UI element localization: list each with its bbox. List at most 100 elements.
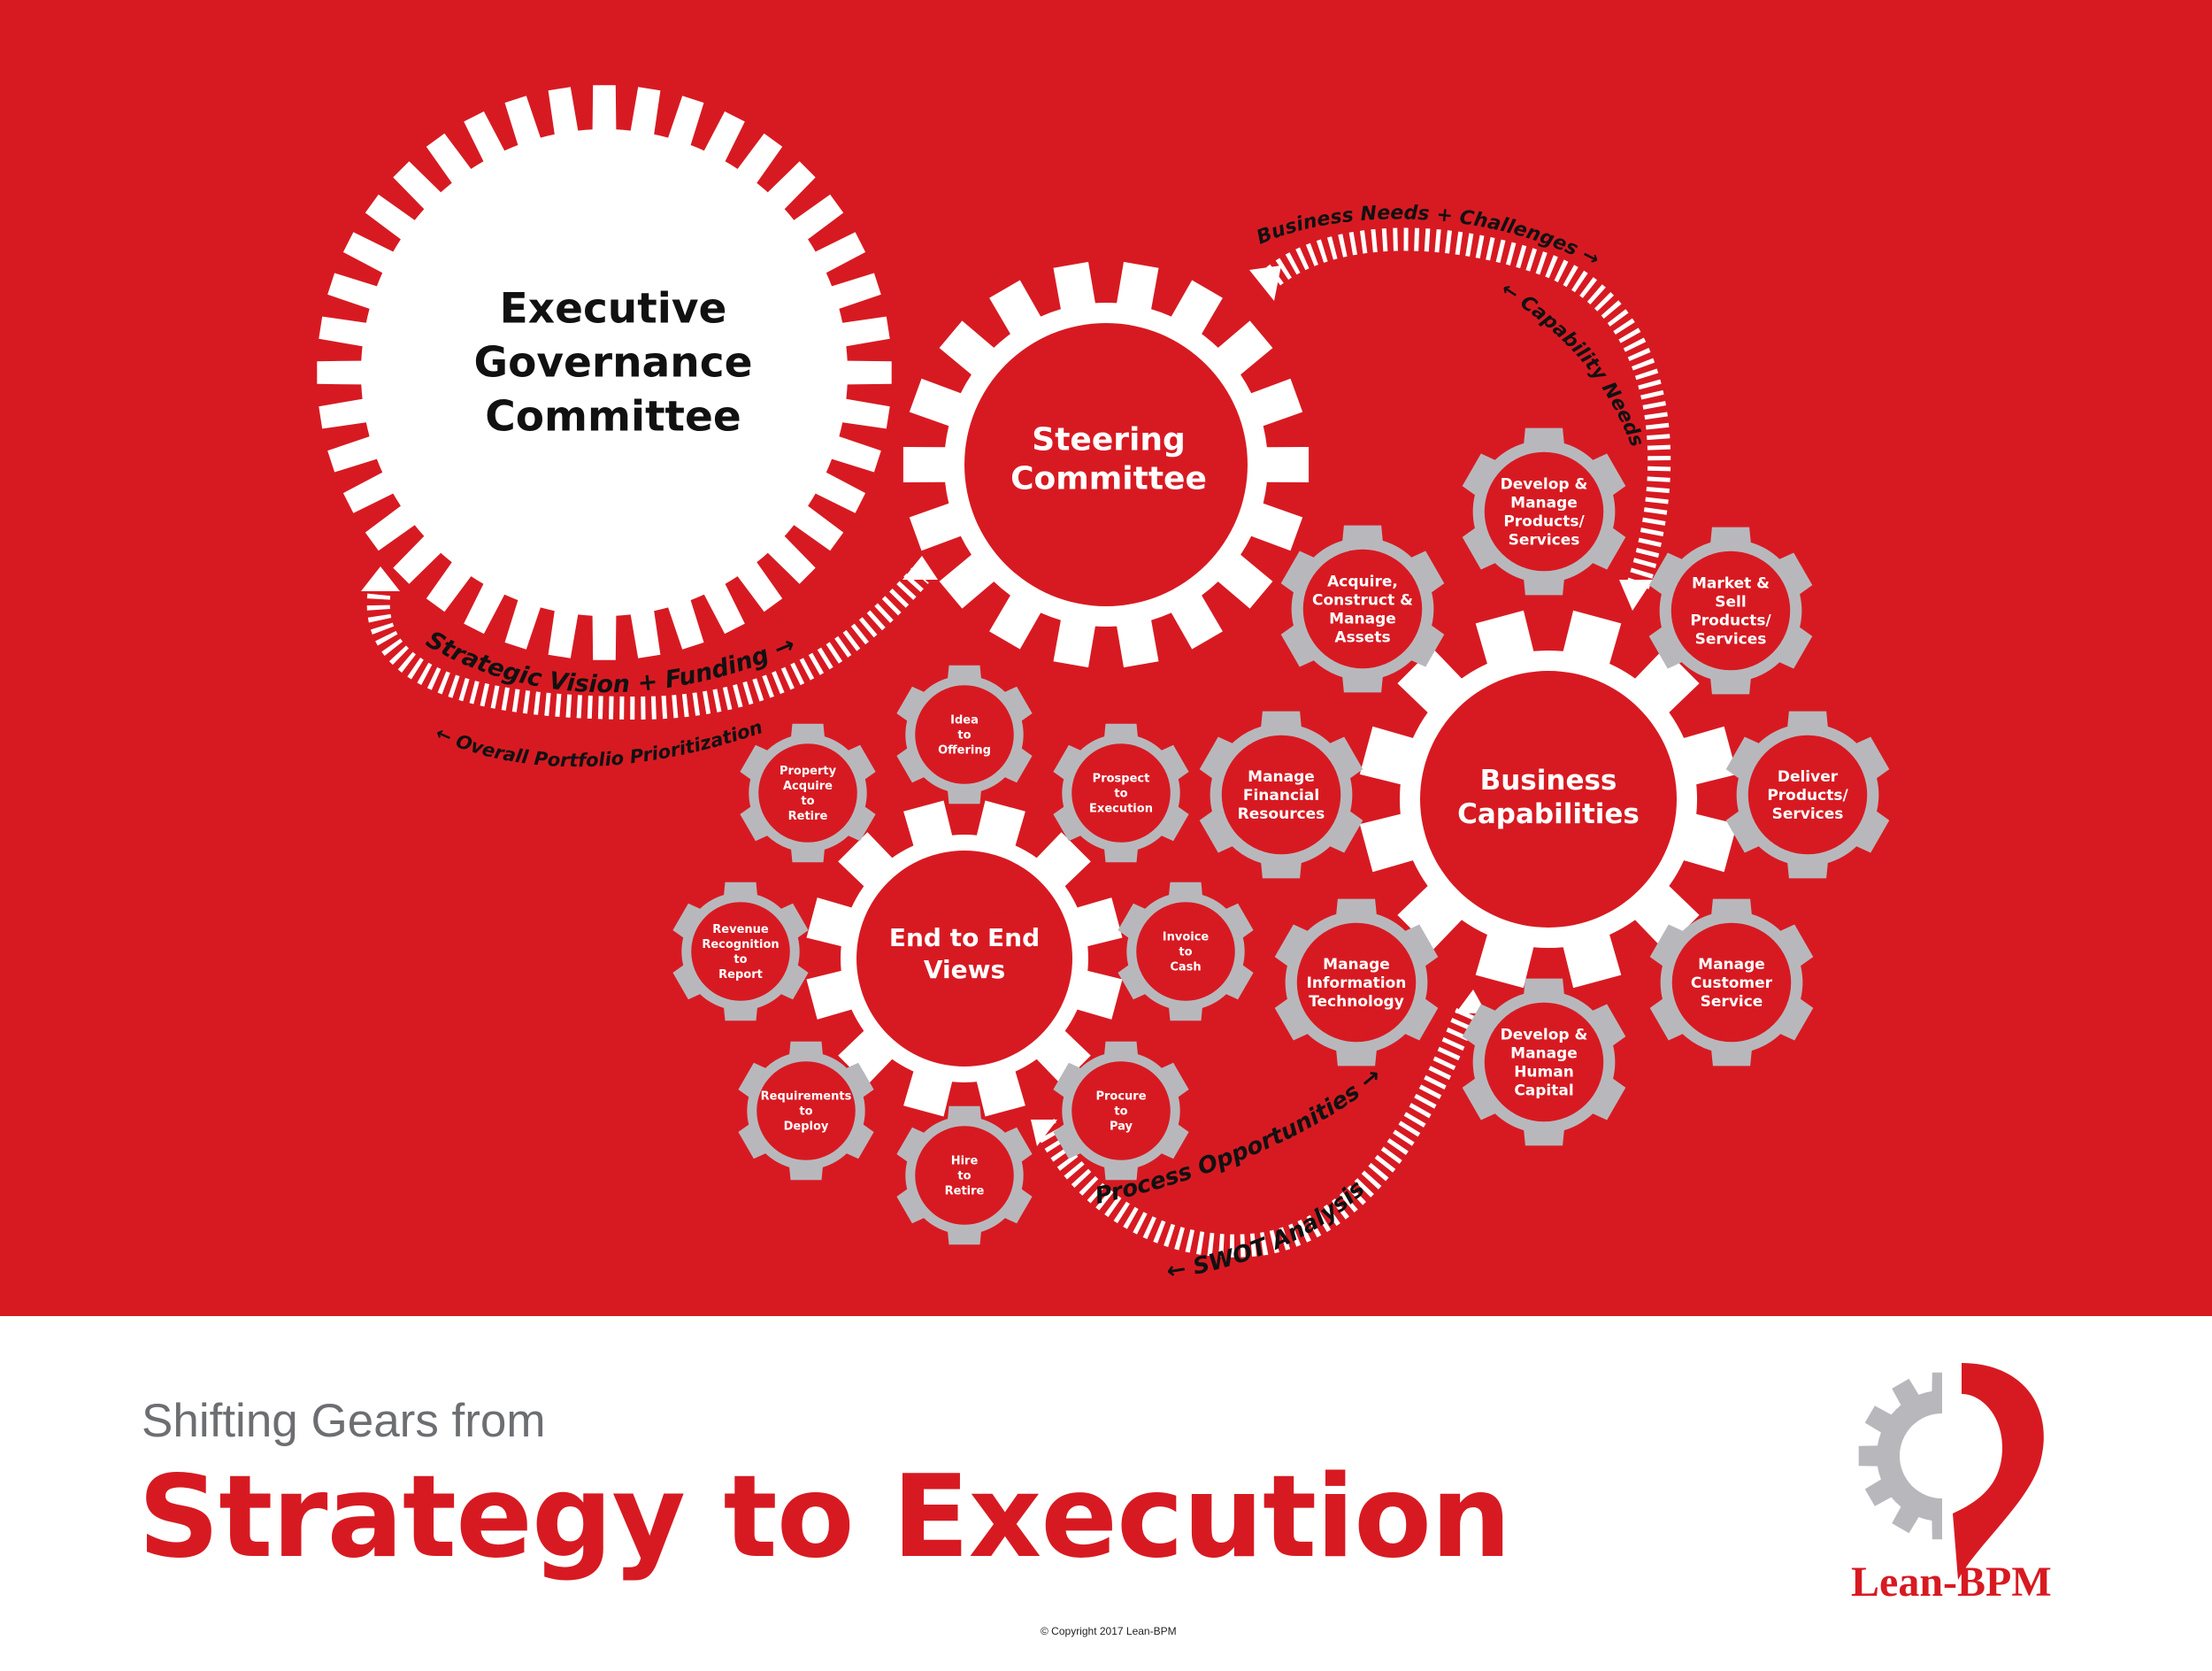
arrowhead-business-bottom	[1455, 990, 1486, 1013]
view-gear-requirements-deploy-label-line: to	[799, 1105, 812, 1119]
capability-gear-market-sell-label-line: Products/	[1690, 612, 1771, 630]
capability-gear-manage-financial-label-line: Manage	[1248, 768, 1315, 786]
view-gear-invoice-cash-label-line: Invoice	[1163, 931, 1210, 944]
capability-gear-develop-products-label-line: Manage	[1510, 495, 1578, 512]
business-capabilities-label-line: Capabilities	[1457, 798, 1640, 830]
capability-gear-deliver-products-label-line: Deliver	[1778, 768, 1839, 786]
capability-gear-manage-customer-center	[1671, 922, 1792, 1043]
steering-label-line: Steering	[1032, 422, 1185, 458]
capability-gear-manage-financial-center	[1221, 735, 1341, 855]
capability-gear-manage-customer-label-line: Manage	[1698, 956, 1765, 974]
view-gear-revenue-recognition-label-line: to	[733, 953, 747, 966]
end-to-end-label-line: Views	[924, 955, 1005, 984]
capability-gear-develop-human-center	[1484, 1002, 1604, 1122]
capability-gear-deliver-products-label-line: Services	[1772, 805, 1844, 823]
end-to-end-gear-hub	[856, 851, 1072, 1067]
capability-gear-develop-human-label-line: Develop &	[1501, 1027, 1588, 1044]
capability-gear-acquire-assets-center	[1302, 549, 1423, 669]
executive-label-line: Executive	[500, 284, 727, 333]
view-gear-hire-retire-label-line: Hire	[951, 1155, 979, 1168]
capability-gear-manage-customer-label-line: Service	[1701, 993, 1763, 1011]
view-gear-procure-pay-label-line: to	[1114, 1105, 1127, 1119]
capability-gear-manage-financial-label-line: Resources	[1238, 805, 1325, 823]
steering-gear-hub	[964, 323, 1248, 606]
capability-gear-develop-human-label-line: Capital	[1514, 1082, 1573, 1100]
view-gear-prospect-execution-label-line: Prospect	[1093, 773, 1150, 786]
view-gear-idea-offering-label-line: Offering	[938, 744, 991, 758]
footer-title: Strategy to Execution	[138, 1452, 1511, 1583]
arrow-process-swot	[1033, 1004, 1479, 1258]
arrow-portfolio-strategic	[366, 567, 929, 720]
capability-gear-develop-human-label-line: Manage	[1510, 1045, 1578, 1063]
capability-gear-develop-products-label-line: Products/	[1503, 513, 1585, 531]
capability-gear-manage-it-label-line: Technology	[1309, 993, 1404, 1011]
capability-gear-develop-products-label-line: Services	[1509, 532, 1580, 550]
end-to-end-label-line: End to End	[889, 923, 1040, 952]
capability-gear-acquire-assets-label-line: Manage	[1329, 611, 1396, 628]
view-gear-idea-offering-center	[915, 685, 1014, 784]
view-gear-requirements-deploy-label-line: Deploy	[784, 1120, 829, 1134]
logo-wordmark: Lean-BPM	[1851, 1559, 2052, 1606]
view-gear-idea-offering-label-line: to	[957, 729, 971, 743]
arrow-heads	[361, 266, 1653, 1146]
capability-gear-manage-customer-label-line: Customer	[1691, 974, 1773, 992]
logo-pin-icon	[1953, 1363, 2044, 1580]
arrowhead-endtoend	[1031, 1120, 1057, 1146]
view-gear-invoice-cash-center	[1136, 902, 1235, 1001]
view-gear-property-acquire-label-line: Property	[780, 765, 837, 778]
capability-gear-acquire-assets-label-line: Assets	[1334, 629, 1390, 647]
business-capabilities-gear-hub	[1420, 671, 1677, 928]
view-gear-property-acquire-label-line: to	[801, 795, 814, 808]
business-capabilities-label-line: Business	[1480, 765, 1617, 797]
view-gear-property-acquire-label-line: Acquire	[783, 780, 833, 793]
executive-label-line: Governance	[474, 338, 753, 387]
view-gear-revenue-recognition-center	[691, 902, 790, 1001]
arrowhead-steering-top	[1249, 266, 1281, 301]
executive-label-line: Committee	[485, 392, 741, 441]
capability-gear-develop-products-center	[1484, 451, 1604, 572]
flow-arrows	[366, 227, 1671, 1258]
view-gear-prospect-execution-center	[1071, 743, 1171, 843]
copyright-text: © Copyright 2017 Lean-BPM	[1041, 1625, 1177, 1637]
view-gear-property-acquire-center	[758, 743, 857, 843]
view-gear-requirements-deploy-center	[757, 1061, 856, 1160]
arrowhead-up-left	[361, 566, 400, 591]
arrowhead-steering-left	[902, 556, 938, 580]
capability-gear-deliver-products-label-line: Products/	[1767, 787, 1848, 805]
view-gear-procure-pay-center	[1071, 1061, 1171, 1160]
capability-gear-develop-products-label-line: Develop &	[1501, 476, 1588, 494]
